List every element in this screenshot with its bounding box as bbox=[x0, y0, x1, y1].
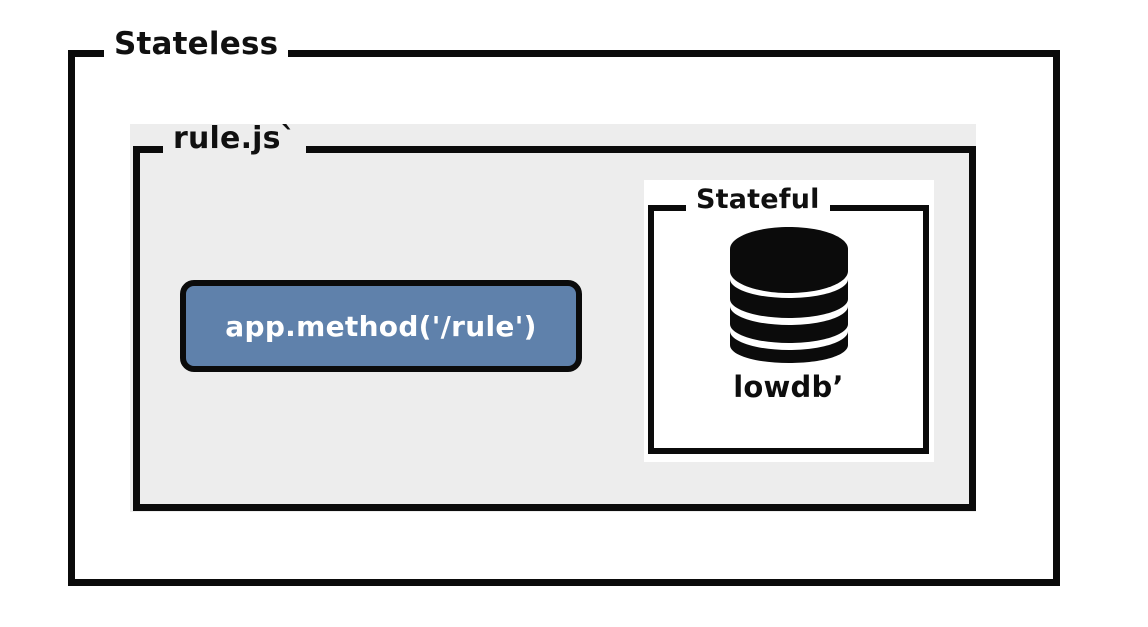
group-rulejs-label: rule.js` bbox=[163, 124, 306, 154]
group-stateless-label: Stateless bbox=[104, 29, 289, 60]
database-caption: lowdb’ bbox=[733, 370, 844, 404]
group-stateful: Stateful lowdb’ bbox=[648, 186, 929, 454]
group-stateful-label: Stateful bbox=[686, 186, 830, 213]
group-stateless: Stateless bbox=[68, 29, 1060, 586]
group-stateless-border bbox=[68, 50, 1060, 586]
node-app-method-label: app.method('/rule') bbox=[225, 309, 537, 343]
group-rulejs: rule.js` bbox=[133, 124, 976, 511]
node-app-method[interactable]: app.method('/rule') bbox=[180, 280, 582, 372]
database-cylinder-icon bbox=[729, 227, 848, 363]
group-rulejs-border bbox=[133, 146, 976, 511]
